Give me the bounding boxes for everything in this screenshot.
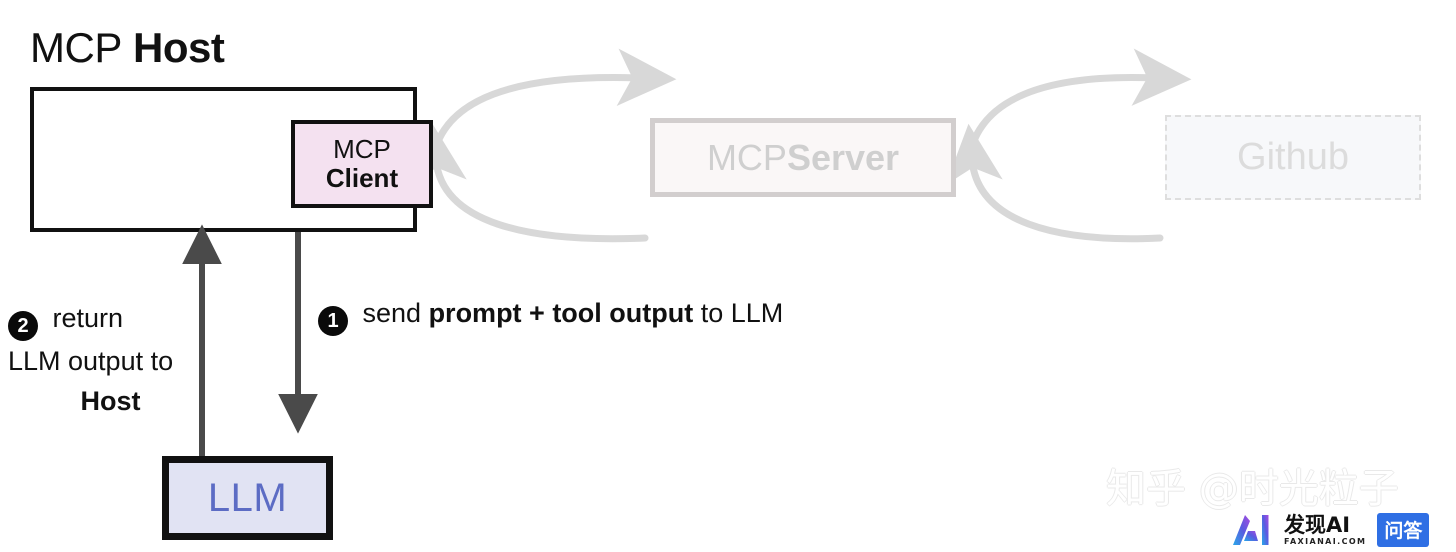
step-2-annotation: 2 return LLM output to Host xyxy=(8,298,213,421)
faxianai-brand-name: 发现AI xyxy=(1284,512,1351,537)
faxianai-brand-domain: FAXIANAI.COM xyxy=(1284,536,1367,546)
step-1-text-bold: prompt + tool output xyxy=(428,298,694,328)
step-2-line1: return xyxy=(45,303,124,333)
step-1-annotation: 1 send prompt + tool output to LLM xyxy=(318,295,783,336)
step-1-text-after: to LLM xyxy=(693,298,784,328)
server-to-client-arrow xyxy=(409,123,649,243)
page-title: MCP Host xyxy=(30,24,225,72)
step-2-line3: Host xyxy=(80,386,141,416)
faxianai-watermark-logo: 发现AI FAXIANAI.COM 问答 xyxy=(1231,512,1430,548)
mcp-server-label-prefix: MCP xyxy=(706,136,787,178)
title-prefix: MCP xyxy=(30,24,122,71)
github-to-server-arrow xyxy=(945,123,1164,243)
step-2-line2: LLM output to xyxy=(8,346,174,376)
client-to-server-arrow xyxy=(428,48,677,170)
zhihu-watermark: 知乎 @时光粒子 xyxy=(1106,466,1399,512)
title-emphasis: Host xyxy=(133,24,225,71)
llm-label: LLM xyxy=(207,475,288,520)
step-2-badge: 2 xyxy=(8,311,38,341)
step-1-badge: 1 xyxy=(318,306,348,336)
mcp-client-label-line2: Client xyxy=(325,163,399,193)
github-box: Github xyxy=(1165,115,1421,200)
mcp-server-label-emphasis: Server xyxy=(786,136,900,178)
llm-box: LLM xyxy=(162,456,333,540)
faxianai-qa-badge: 问答 xyxy=(1377,513,1430,547)
mcp-server-box: MCP Server xyxy=(650,118,956,197)
mcp-client-label-line1: MCP xyxy=(333,133,391,164)
faxianai-mark-icon xyxy=(1233,515,1269,545)
mcp-client-box: MCP Client xyxy=(291,120,433,208)
step-1-text-before: send xyxy=(355,298,429,328)
server-to-github-arrow xyxy=(964,48,1192,170)
github-label: Github xyxy=(1237,136,1349,178)
